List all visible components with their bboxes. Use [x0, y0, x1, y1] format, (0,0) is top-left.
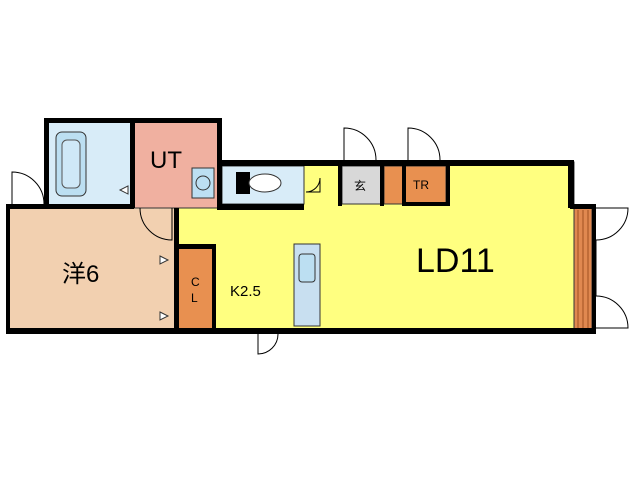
walls — [6, 118, 596, 334]
washing-machine-icon — [191, 167, 215, 199]
unit-bath-label: UT — [150, 147, 182, 174]
doors — [7, 127, 629, 355]
ldk-label: LD11 — [416, 242, 495, 280]
closet-label-2: L — [191, 291, 198, 305]
kitchen-counter-icon — [293, 243, 321, 327]
trunk-room-label: TR — [413, 178, 429, 192]
shoe-box — [383, 165, 405, 205]
kitchen-label: K2.5 — [230, 283, 261, 300]
toilet-icon — [236, 172, 282, 194]
bedroom-floor — [7, 207, 179, 333]
closet-floor — [177, 247, 215, 331]
bedroom-label: 洋6 — [62, 261, 99, 288]
entrance-label: 玄 — [354, 178, 366, 193]
closet-label-1: C — [191, 275, 200, 289]
